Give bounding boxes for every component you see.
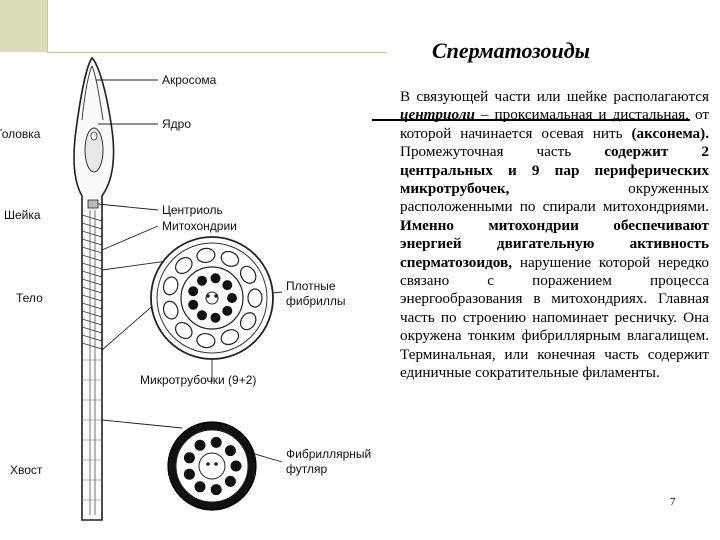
description-paragraph: В связующей части или шейке располагаютс… — [400, 88, 709, 383]
midpiece-cross-section — [151, 237, 273, 359]
dense-fibril — [211, 313, 221, 323]
microtubule-doublet — [184, 469, 195, 480]
dense-fibril — [222, 306, 232, 316]
sperm-structure-diagram: Головка Шейка Тело Хвост Акросома Ядро Ц… — [0, 52, 388, 540]
text-axoneme: (аксонема). — [631, 125, 709, 142]
text-part-9: нарушение которой нередко связано с пора… — [400, 254, 709, 381]
description-text: В связующей части или шейке располагаютс… — [400, 88, 709, 383]
text-part-1: В связующей части или шейке располагаютс… — [400, 88, 709, 105]
label-tail: Хвост — [10, 463, 43, 477]
dense-fibril — [197, 276, 207, 286]
slide-title: Сперматозоиды — [432, 38, 590, 64]
label-microtubules: Микротрубочки (9+2) — [140, 373, 256, 387]
label-fibrillar-sheath-1: Фибриллярный — [286, 447, 371, 461]
label-dense-fibrils-1: Плотные — [286, 279, 336, 293]
mitochondrion — [248, 289, 262, 307]
microtubule-doublet — [195, 440, 206, 451]
label-neck: Шейка — [4, 208, 41, 222]
label-centriole: Центриоль — [162, 203, 223, 217]
microtubule-doublet — [231, 461, 242, 472]
dense-fibril — [188, 286, 198, 296]
microtubule-doublet — [195, 481, 206, 492]
microtubule-doublet — [184, 452, 195, 463]
label-fibrillar-sheath-2: футляр — [286, 462, 327, 476]
label-dense-fibrils-2: фибриллы — [286, 294, 345, 308]
microtubule-doublet — [225, 445, 236, 456]
microtubule-doublet — [211, 437, 222, 448]
text-centrioles: центриоли — [400, 106, 475, 123]
dense-fibril — [197, 310, 207, 320]
tail-cross-section — [168, 422, 256, 510]
corner-decoration — [0, 0, 47, 52]
dense-fibril — [211, 273, 221, 283]
sperm-cell-drawing — [74, 58, 114, 520]
dense-fibril — [222, 280, 232, 290]
dense-fibril — [188, 300, 198, 310]
page-number: 7 — [670, 496, 676, 508]
corner-divider-vertical — [47, 0, 48, 52]
label-nucleus: Ядро — [162, 117, 191, 131]
microtubule-doublet — [225, 476, 236, 487]
label-acrosome: Акросома — [162, 73, 217, 87]
label-head: Головка — [0, 127, 41, 141]
label-body: Тело — [16, 291, 43, 305]
text-part-5: Промежуточная часть — [400, 143, 571, 160]
microtubule-doublet — [211, 484, 222, 495]
label-mitochondria: Митохондрии — [162, 219, 237, 233]
dense-fibril — [227, 293, 237, 303]
